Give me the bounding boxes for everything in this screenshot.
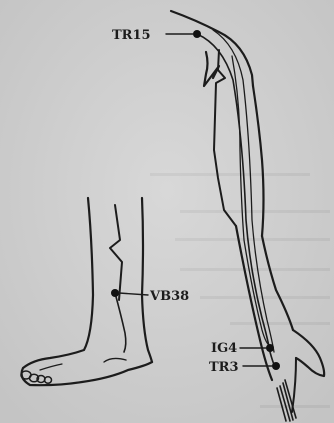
point-tr3-dot bbox=[272, 362, 280, 370]
point-tr15-label: TR15 bbox=[112, 28, 151, 43]
point-ig4-label: IG4 bbox=[211, 341, 237, 356]
point-vb38-label: VB38 bbox=[149, 289, 189, 304]
point-vb38-dot bbox=[111, 289, 119, 297]
point-ig4-dot bbox=[266, 344, 274, 352]
point-tr15-dot bbox=[193, 30, 201, 38]
point-tr3-label: TR3 bbox=[209, 360, 239, 375]
